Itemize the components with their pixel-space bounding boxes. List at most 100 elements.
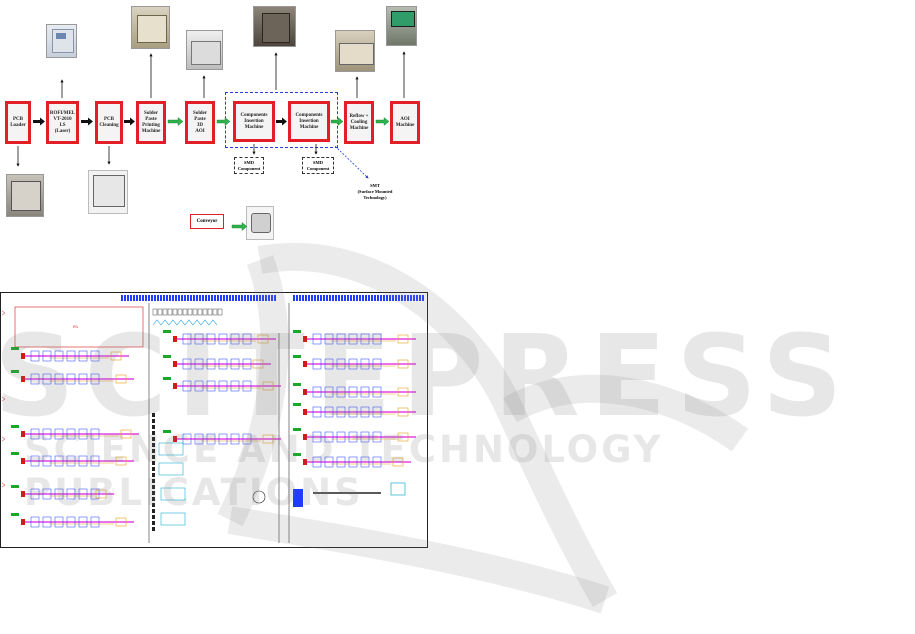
line-tag (11, 513, 19, 516)
header-hatch-mark (220, 295, 222, 301)
machine-outline (324, 358, 334, 370)
header-hatch-mark (145, 295, 147, 301)
step-laser-marking: ROFI/MEL VT-2010 LS (Laser) (46, 101, 79, 144)
machine-outline (182, 358, 192, 370)
machine-outline (242, 380, 252, 392)
header-hatch-mark (323, 295, 325, 301)
storage-cell (202, 308, 208, 316)
machine-outline (90, 428, 100, 440)
line-tag (11, 452, 19, 455)
machine-outline (336, 456, 346, 468)
header-hatch-mark (214, 295, 216, 301)
header-hatch-mark (226, 295, 228, 301)
black-flow-arrows (33, 117, 287, 126)
round-machine (252, 490, 266, 504)
header-hatch-mark (211, 295, 213, 301)
machine-outline (182, 433, 192, 445)
equipment-block (160, 512, 186, 526)
roof-mark (192, 319, 202, 326)
header-hatch-mark (148, 295, 150, 301)
roof-mark (200, 319, 210, 326)
rack-unit (152, 467, 155, 471)
machine-outline (218, 433, 228, 445)
machine-outline (66, 373, 76, 385)
machine-outline (30, 350, 40, 362)
machine-outline (78, 455, 88, 467)
header-hatch-mark (344, 295, 346, 301)
storage-cell (162, 308, 168, 316)
header-hatch-mark (247, 295, 249, 301)
line-end-station (392, 457, 404, 467)
header-hatch-mark (386, 295, 388, 301)
line-tag (163, 355, 171, 358)
header-hatch-mark (121, 295, 123, 301)
line-tag (293, 403, 301, 406)
line-end-station (252, 359, 264, 369)
line-start-block (21, 458, 25, 464)
line-start-block (21, 431, 25, 437)
roof-mark (184, 319, 194, 326)
machine-outline (54, 488, 64, 500)
header-hatch-mark (377, 295, 379, 301)
line-end-station (115, 456, 127, 466)
step-solder-paste-aoi: Solder Paste 3D AOI (185, 101, 215, 144)
machine-outline (42, 350, 52, 362)
roof-mark (208, 319, 218, 326)
machine-outline (78, 350, 88, 362)
layout-drawing-canvas (1, 295, 424, 543)
machine-outline (78, 428, 88, 440)
machine-outline (348, 431, 358, 443)
header-hatch-mark (160, 295, 162, 301)
pcb-loader-photo (6, 174, 44, 217)
smd-component-box-1: SMD Component (234, 157, 264, 174)
machine-outline (230, 358, 240, 370)
line-start-block (303, 409, 307, 415)
header-hatch-mark (371, 295, 373, 301)
line-end-station (110, 351, 122, 361)
machine-outline (218, 380, 228, 392)
machine-outline (218, 333, 228, 345)
line-start-block (173, 436, 177, 442)
header-hatch-mark (187, 295, 189, 301)
machine-outline (312, 456, 322, 468)
machine-outline (30, 373, 40, 385)
room-label: R1 (73, 324, 79, 329)
line-tag (11, 347, 19, 350)
storage-cell (207, 308, 213, 316)
storage-cell (192, 308, 198, 316)
line-start-block (303, 389, 307, 395)
machine-outline (360, 431, 370, 443)
rack-unit (152, 413, 155, 417)
machine-outline (42, 455, 52, 467)
line-tag (163, 430, 171, 433)
header-hatch-mark (274, 295, 276, 301)
aoi-3d-photo (186, 30, 223, 70)
line-tag (293, 330, 301, 333)
machine-outline (230, 433, 240, 445)
storage-cell (152, 308, 158, 316)
wall-marker (1, 436, 6, 442)
machine-outline (324, 431, 334, 443)
machine-outline (42, 516, 52, 528)
machine-outline (42, 373, 52, 385)
conveyor-photo (246, 206, 274, 240)
header-hatch-mark (235, 295, 237, 301)
equipment-block (390, 482, 406, 496)
line-start-block (21, 491, 25, 497)
factory-layout-drawing: R1 (0, 292, 428, 548)
header-hatch-mark (127, 295, 129, 301)
line-end-station (115, 517, 127, 527)
line-start-block (303, 336, 307, 342)
header-hatch-mark (350, 295, 352, 301)
machine-outline (218, 358, 228, 370)
roof-mark (160, 319, 170, 326)
line-tag (11, 425, 19, 428)
green-conveyor-arrows (167, 117, 390, 231)
header-hatch-mark (293, 295, 295, 301)
rack-unit (152, 443, 155, 447)
machine-outline (30, 428, 40, 440)
header-hatch-mark (383, 295, 385, 301)
header-hatch-mark (314, 295, 316, 301)
line-tag (293, 355, 301, 358)
machine-outline (372, 333, 382, 345)
